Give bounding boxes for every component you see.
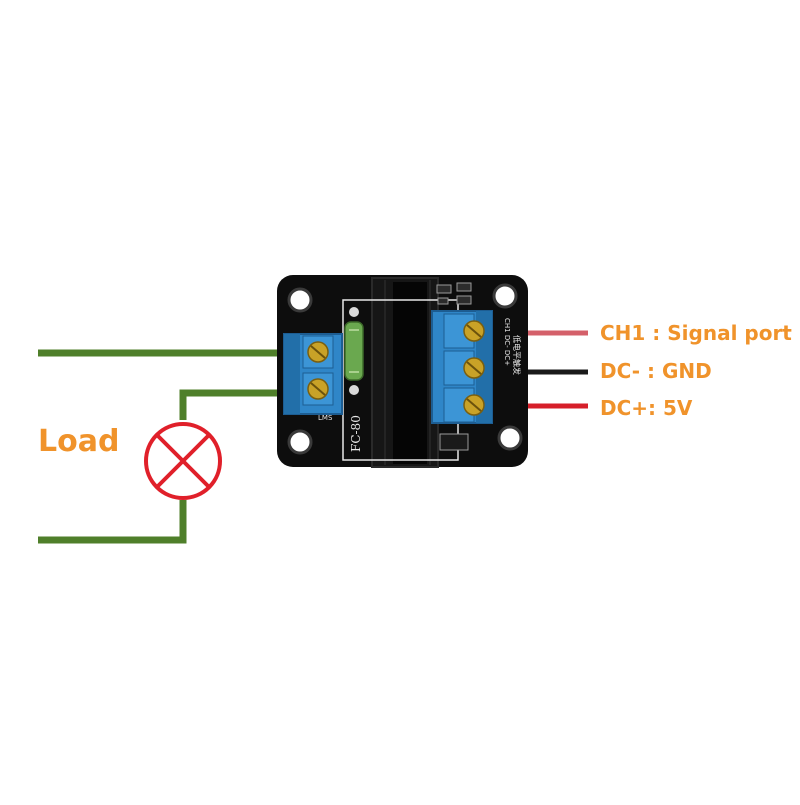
terminal-block-control — [431, 310, 493, 424]
relay-module: FC-80 LMS CH1 DC- DC+ 低电平触发 — [277, 275, 528, 468]
board-model-text: FC-80 — [349, 415, 363, 452]
load-label: Load — [38, 424, 120, 459]
board-small-text: LMS — [318, 414, 333, 422]
load-wire-lamp-upper — [179, 389, 300, 420]
pin-label-vcc: DC+: 5V — [600, 396, 693, 420]
fuse-component — [344, 321, 364, 381]
load-wires — [38, 349, 300, 544]
load-wire-lamp-lower — [38, 500, 187, 544]
screw-icon — [463, 394, 485, 416]
mount-hole — [287, 429, 313, 455]
screw-icon — [463, 320, 485, 342]
mounting-holes — [287, 283, 523, 455]
pin-label-ch1: CH1 : Signal port — [600, 321, 792, 345]
smd-components — [436, 282, 472, 451]
mount-hole — [497, 425, 523, 451]
screw-icon — [307, 378, 329, 400]
pin-label-gnd: DC- : GND — [600, 359, 712, 383]
terminal-block-load — [283, 333, 343, 415]
board-chinese-text: 低电平触发 — [512, 335, 522, 375]
mount-hole — [492, 283, 518, 309]
screw-icon — [307, 341, 329, 363]
screw-icon — [463, 357, 485, 379]
lamp-x-icon — [144, 422, 222, 500]
mount-hole — [287, 287, 313, 313]
solder-pad — [349, 385, 359, 395]
board-pin-marks: CH1 DC- DC+ — [503, 318, 511, 366]
solder-pad — [349, 307, 359, 317]
ssr-core — [393, 282, 427, 464]
